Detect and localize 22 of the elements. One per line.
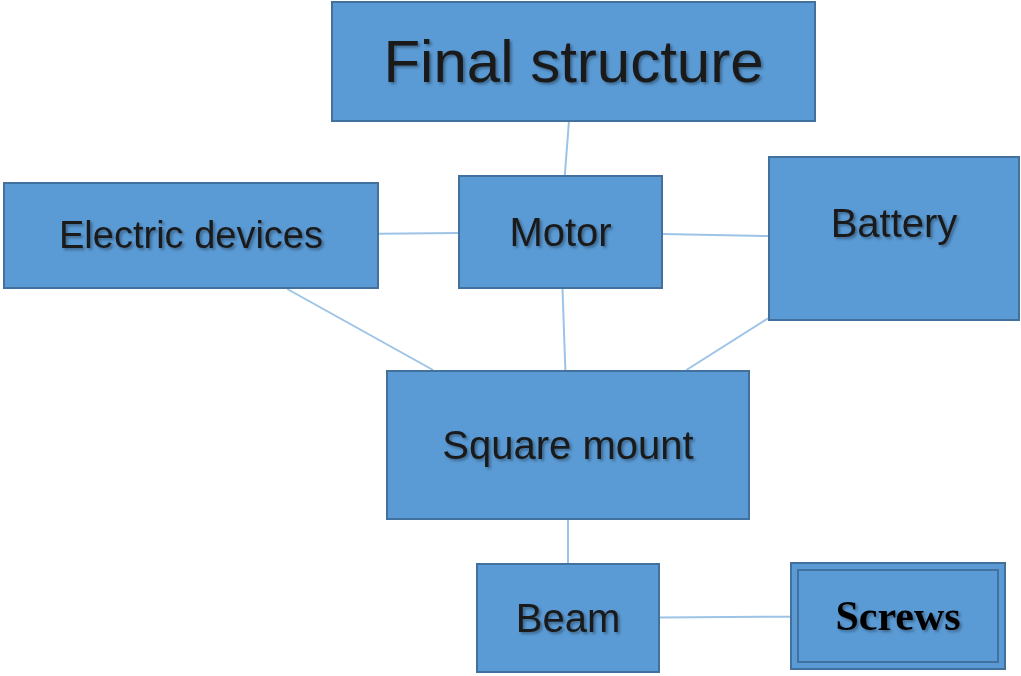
- process-box: [790, 562, 1006, 670]
- process-box: [476, 563, 660, 673]
- process-box: [458, 175, 663, 289]
- connector-line: [563, 121, 570, 176]
- box-label: Battery: [830, 200, 958, 247]
- connector-line: [567, 519, 569, 564]
- process-box: [768, 156, 1020, 321]
- box-label: Final structure: [383, 27, 764, 97]
- process-box: [3, 182, 379, 289]
- connector-line: [378, 231, 459, 235]
- box-label: Motor: [509, 209, 612, 256]
- process-box: [331, 1, 816, 122]
- connector-line: [685, 317, 769, 371]
- box-label: Electric devices: [59, 212, 323, 258]
- connector-line: [659, 615, 791, 619]
- box-label: Square mount: [442, 422, 694, 469]
- box-label: Screws: [835, 591, 961, 641]
- connector-line: [561, 288, 567, 371]
- process-box: [386, 370, 750, 520]
- connector-line: [662, 233, 769, 238]
- box-label: Beam: [515, 595, 621, 642]
- connector-line: [286, 288, 435, 371]
